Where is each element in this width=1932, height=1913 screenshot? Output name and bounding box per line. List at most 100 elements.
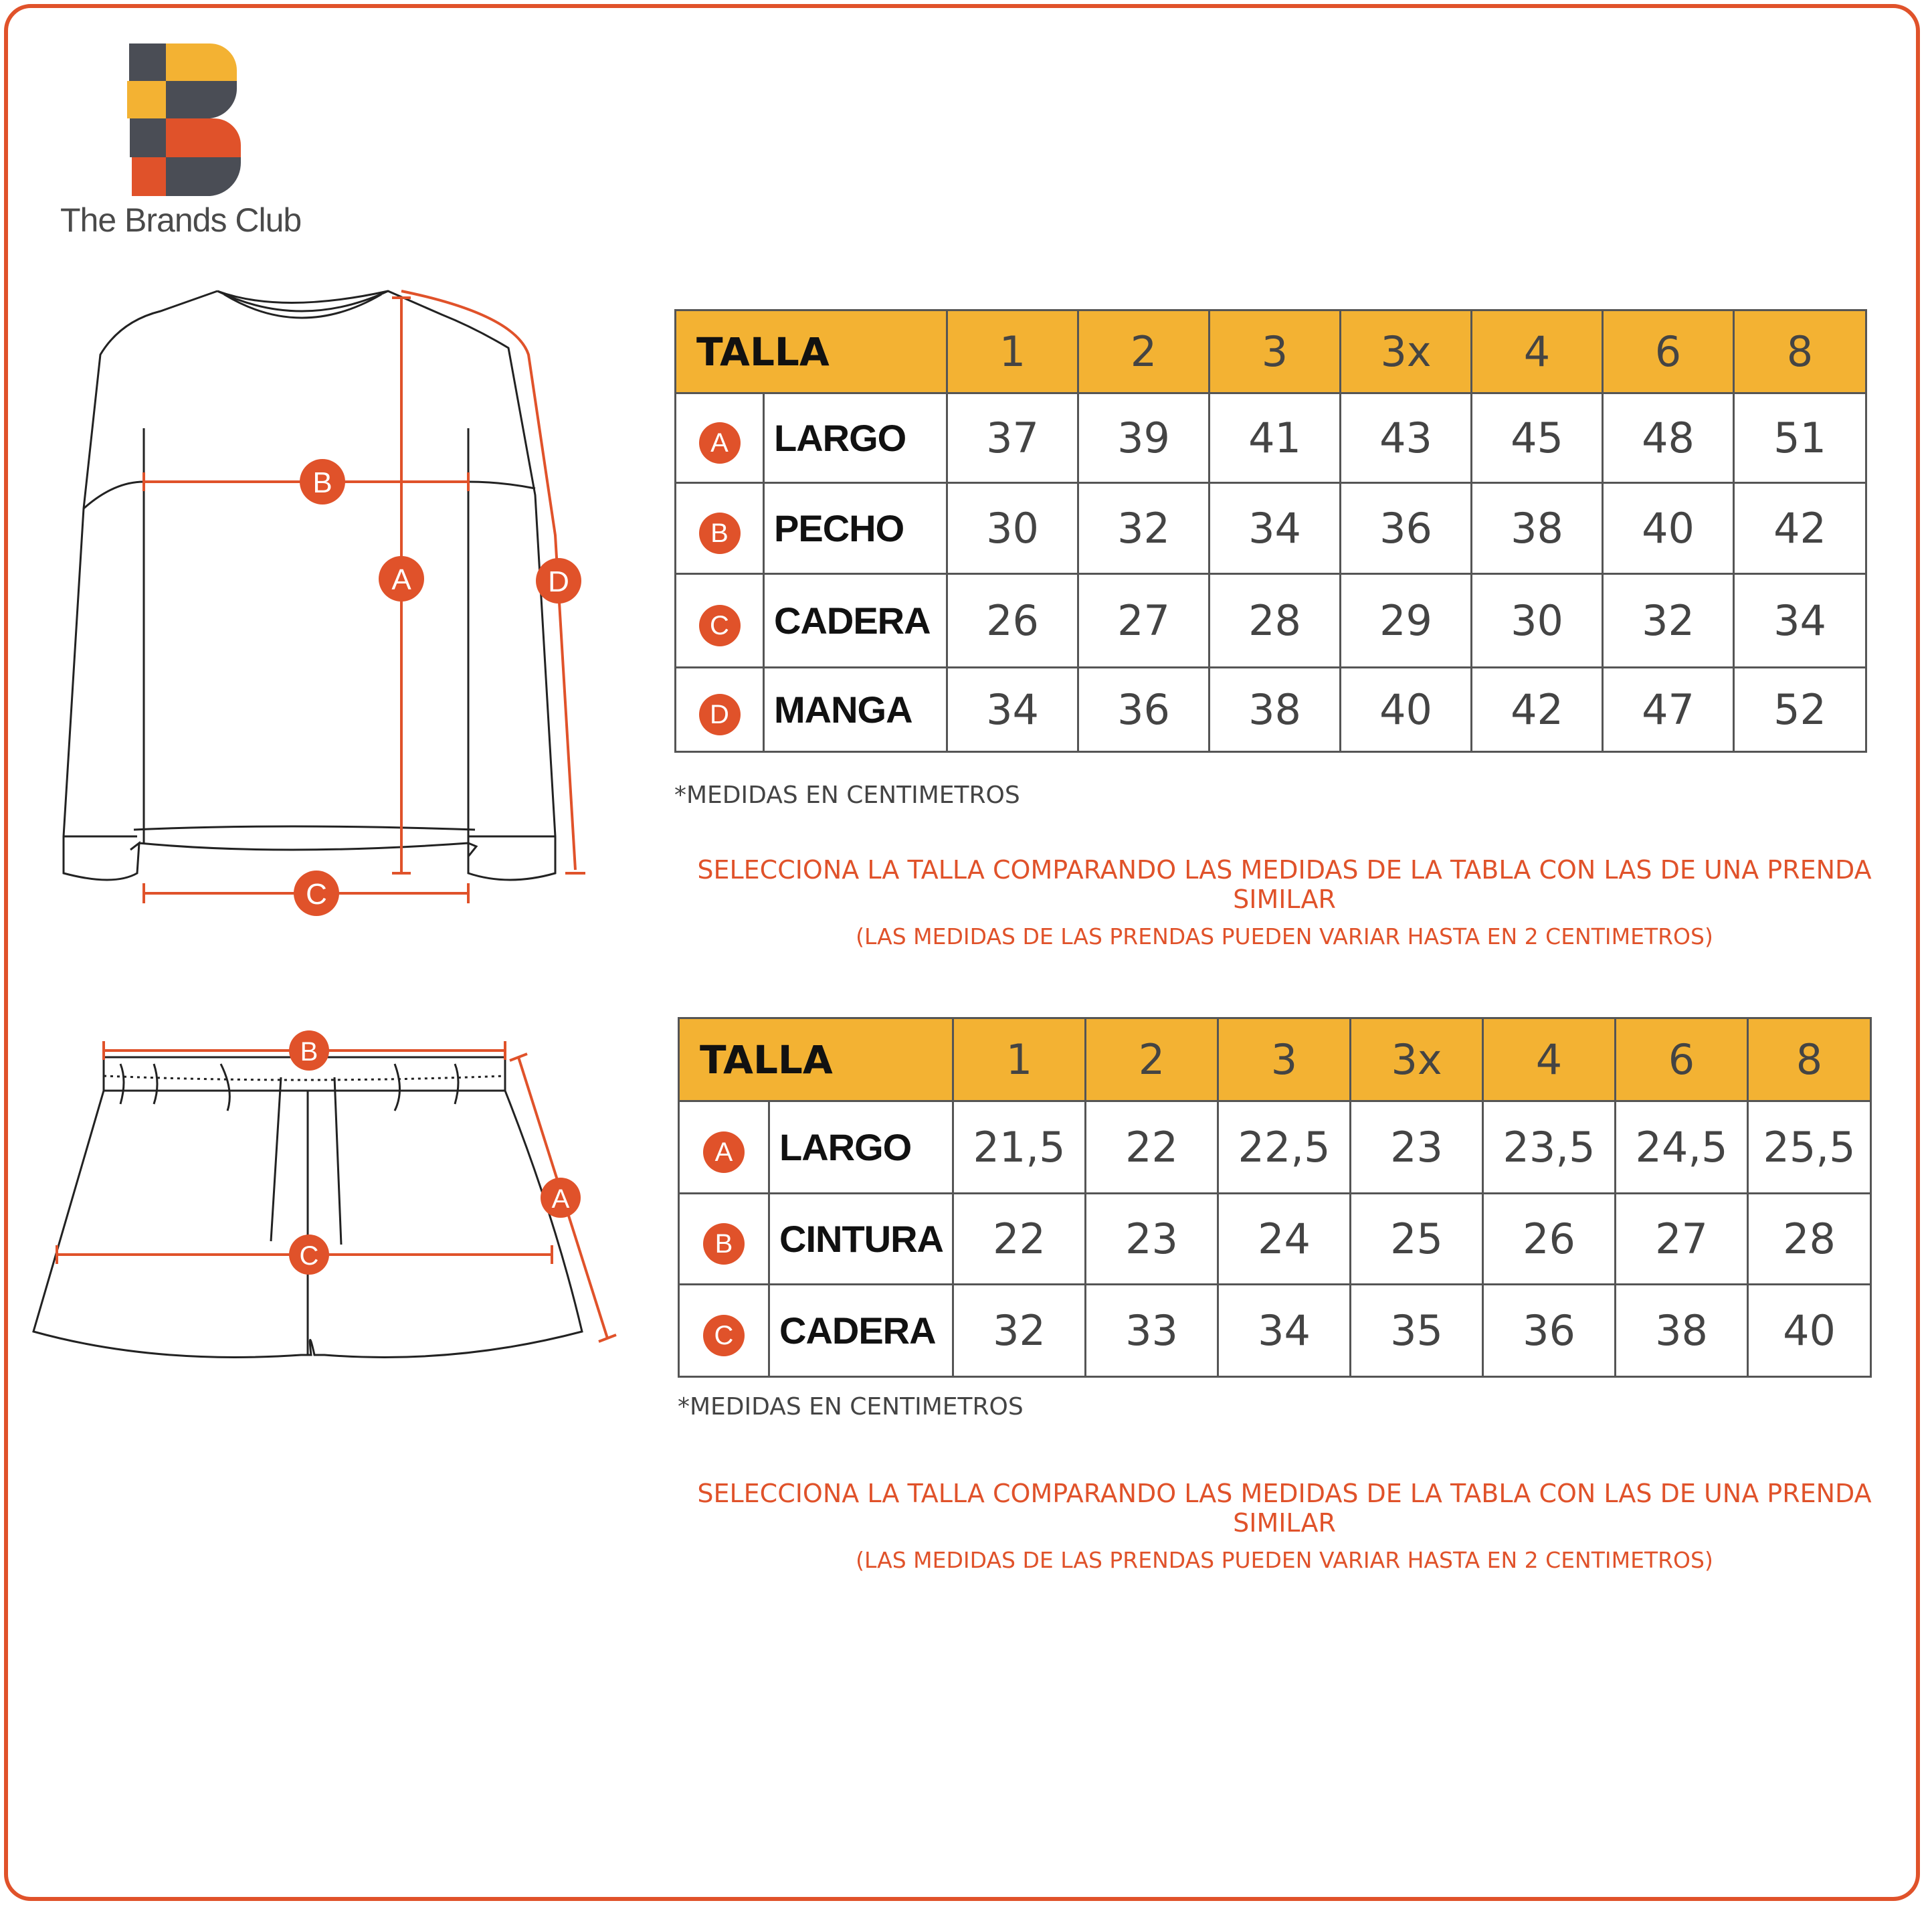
size-header: 3 — [1208, 309, 1342, 394]
row-badge: D — [698, 693, 741, 735]
table-cell: 25 — [1349, 1192, 1484, 1285]
table-cell: 43 — [1339, 392, 1473, 484]
row-badge-cell: A — [678, 1100, 770, 1194]
table-cell: 34 — [1208, 482, 1342, 575]
size-header: 8 — [1733, 309, 1868, 394]
table-cell: 38 — [1208, 666, 1342, 753]
table-cell: 28 — [1747, 1192, 1872, 1285]
row-label: CADERA — [762, 573, 949, 668]
brand-name: The Brands Club — [60, 201, 302, 239]
table-cell: 30 — [946, 482, 1080, 575]
table-cell: 23 — [1349, 1100, 1484, 1194]
table-row: D MANGA 34 36 38 40 42 47 52 — [674, 666, 1868, 753]
advice-line-2: (LAS MEDIDAS DE LAS PRENDAS PUEDEN VARIA… — [856, 1547, 1713, 1573]
shorts-advice: SELECCIONA LA TALLA COMPARANDO LAS MEDID… — [642, 1479, 1927, 1573]
svg-text:B: B — [312, 466, 332, 499]
shorts-units-note: *MEDIDAS EN CENTIMETROS — [678, 1393, 1024, 1421]
row-badge: A — [703, 1131, 745, 1173]
row-label: LARGO — [762, 392, 949, 484]
table-cell: 26 — [946, 573, 1080, 668]
size-header: 6 — [1602, 309, 1735, 394]
table-cell: 27 — [1077, 573, 1211, 668]
row-badge-cell: B — [678, 1192, 770, 1285]
table-cell: 34 — [1217, 1283, 1352, 1378]
size-header: 2 — [1077, 309, 1211, 394]
table-cell: 52 — [1733, 666, 1868, 753]
sweatshirt-diagram: B A D C — [62, 290, 585, 916]
table-cell: 22 — [1084, 1100, 1220, 1194]
row-label: PECHO — [762, 482, 949, 575]
size-header: 6 — [1614, 1017, 1749, 1102]
table-cell: 39 — [1077, 392, 1211, 484]
talla-header: TALLA — [677, 1017, 955, 1102]
size-header: 3 — [1217, 1017, 1352, 1102]
row-badge-cell: A — [674, 392, 765, 484]
table-cell: 38 — [1470, 482, 1604, 575]
svg-text:A: A — [552, 1184, 570, 1214]
table-row: B PECHO 30 32 34 36 38 40 42 — [674, 482, 1868, 575]
top-units-note: *MEDIDAS EN CENTIMETROS — [674, 782, 1020, 809]
table-cell: 29 — [1339, 573, 1473, 668]
table-cell: 25,5 — [1747, 1100, 1872, 1194]
row-badge-cell: C — [678, 1283, 770, 1378]
table-cell: 24 — [1217, 1192, 1352, 1285]
size-header: 8 — [1747, 1017, 1872, 1102]
table-row: A LARGO 21,5 22 22,5 23 23,5 24,5 25,5 — [678, 1100, 1872, 1194]
size-header: 4 — [1482, 1017, 1617, 1102]
shorts-size-table: TALLA 1 2 3 3x 4 6 8 A LARGO 21,5 22 22,… — [677, 1017, 1872, 1378]
table-cell: 38 — [1614, 1283, 1749, 1378]
table-cell: 42 — [1733, 482, 1868, 575]
top-advice: SELECCIONA LA TALLA COMPARANDO LAS MEDID… — [642, 855, 1927, 949]
advice-line-1: SELECCIONA LA TALLA COMPARANDO LAS MEDID… — [697, 1479, 1872, 1538]
table-cell: 35 — [1349, 1283, 1484, 1378]
row-label: LARGO — [767, 1100, 955, 1194]
table-cell: 37 — [946, 392, 1080, 484]
sweatshirt-label-b: B — [300, 459, 345, 505]
svg-text:C: C — [300, 1241, 319, 1271]
row-badge: B — [703, 1222, 745, 1265]
top-size-table: TALLA 1 2 3 3x 4 6 8 A LARGO 37 39 41 43… — [674, 309, 1868, 753]
table-cell: 40 — [1339, 666, 1473, 753]
row-label: CINTURA — [767, 1192, 955, 1285]
advice-line-2: (LAS MEDIDAS DE LAS PRENDAS PUEDEN VARIA… — [856, 923, 1713, 949]
size-header: 1 — [952, 1017, 1087, 1102]
table-cell: 34 — [946, 666, 1080, 753]
brand-logo — [127, 43, 242, 196]
table-row: C CADERA 32 33 34 35 36 38 40 — [678, 1283, 1872, 1378]
advice-line-1: SELECCIONA LA TALLA COMPARANDO LAS MEDID… — [697, 855, 1872, 914]
shorts-label-b: B — [289, 1030, 329, 1071]
table-cell: 45 — [1470, 392, 1604, 484]
shorts-label-c: C — [289, 1235, 329, 1275]
shorts-label-a: A — [541, 1178, 581, 1218]
row-label: MANGA — [762, 666, 949, 753]
table-cell: 34 — [1733, 573, 1868, 668]
talla-header: TALLA — [674, 309, 949, 394]
row-badge-cell: C — [674, 573, 765, 668]
row-badge: C — [698, 604, 741, 646]
table-cell: 32 — [1602, 573, 1735, 668]
table-cell: 21,5 — [952, 1100, 1087, 1194]
size-header: 3x — [1349, 1017, 1484, 1102]
svg-text:B: B — [300, 1037, 318, 1067]
table-header-row: TALLA 1 2 3 3x 4 6 8 — [677, 1017, 1872, 1102]
table-cell: 41 — [1208, 392, 1342, 484]
table-cell: 27 — [1614, 1192, 1749, 1285]
table-cell: 26 — [1482, 1192, 1617, 1285]
shorts-diagram: B C A — [32, 1030, 617, 1358]
table-row: A LARGO 37 39 41 43 45 48 51 — [674, 392, 1868, 484]
table-cell: 28 — [1208, 573, 1342, 668]
size-header: 3x — [1339, 309, 1473, 394]
table-cell: 30 — [1470, 573, 1604, 668]
table-cell: 47 — [1602, 666, 1735, 753]
table-row: B CINTURA 22 23 24 25 26 27 28 — [678, 1192, 1872, 1285]
size-header: 4 — [1470, 309, 1604, 394]
table-cell: 36 — [1077, 666, 1211, 753]
table-cell: 36 — [1482, 1283, 1617, 1378]
table-cell: 40 — [1602, 482, 1735, 575]
size-header: 1 — [946, 309, 1080, 394]
sweatshirt-label-c: C — [294, 871, 339, 916]
row-badge-cell: D — [674, 666, 765, 753]
size-header: 2 — [1084, 1017, 1220, 1102]
table-cell: 22 — [952, 1192, 1087, 1285]
row-badge: B — [698, 512, 741, 554]
